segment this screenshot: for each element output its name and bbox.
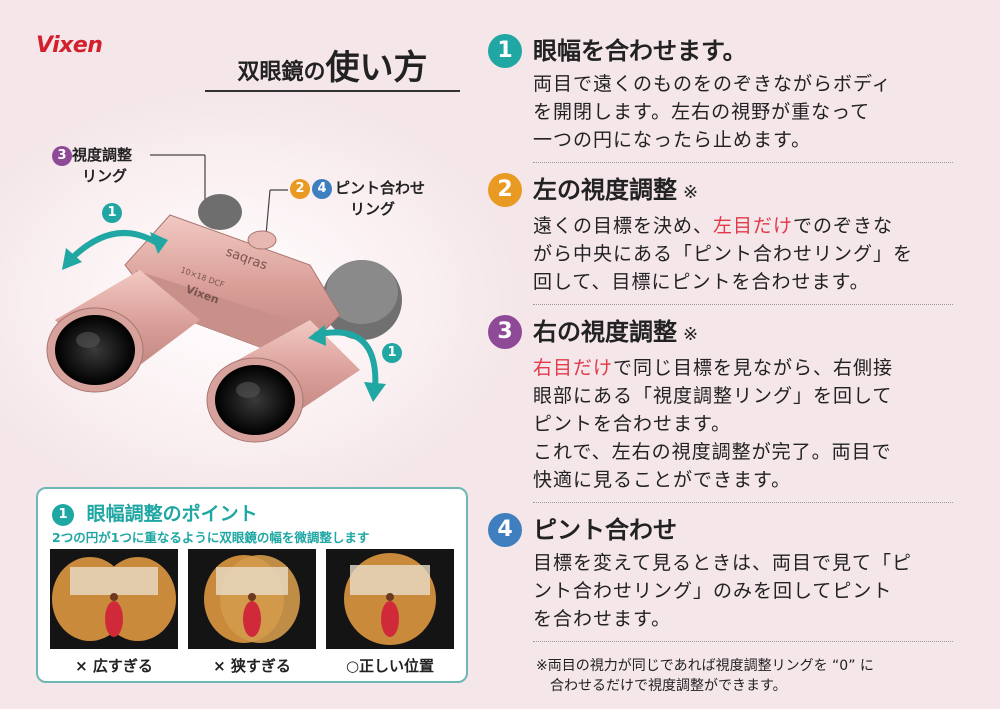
caption-too-narrow: × 狭すぎる bbox=[213, 657, 291, 675]
callout-focus-number-4: 4 bbox=[312, 178, 332, 199]
callout-focus-number-2: 2 bbox=[290, 178, 310, 199]
panel-title-text: 眼幅調整のポイント bbox=[86, 503, 258, 525]
title-part2: 使い方 bbox=[325, 48, 428, 88]
step-2-line1-b: でのぞきな bbox=[793, 215, 894, 237]
step-1: 1 眼幅を合わせます。 両目で遠くのものをのぞきながらボディ を開閉します。左右… bbox=[488, 32, 953, 154]
panel-number: 1 bbox=[52, 503, 74, 526]
step-3-number: 3 bbox=[488, 315, 522, 349]
footnote-line2: 合わせるだけで視度調整ができます。 bbox=[536, 678, 787, 694]
step-4-line: を合わせます。 bbox=[533, 608, 672, 630]
hinge-number-right: 1 bbox=[382, 342, 402, 363]
ipd-adjustment-panel: 1 眼幅調整のポイント 2つの円が1つに重なるように双眼鏡の幅を微調整します bbox=[36, 487, 468, 683]
step-1-title: 眼幅を合わせます。 bbox=[533, 37, 747, 65]
panel-title: 1 眼幅調整のポイント bbox=[52, 499, 258, 526]
callout-diopter-number: 3 bbox=[52, 145, 72, 166]
step-4: 4 ピント合わせ 目標を変えて見るときは、両目で見て「ピ ント合わせリング」のみ… bbox=[488, 511, 953, 633]
step-4-line: ント合わせリング」のみを回してピント bbox=[533, 580, 893, 602]
step-3-note-mark: ※ bbox=[683, 324, 699, 345]
photo-too-narrow bbox=[188, 549, 316, 649]
step-3-title: 右の視度調整 bbox=[533, 318, 677, 346]
binocular-illustration: saqras 10×18 DCF Vixen bbox=[46, 154, 402, 443]
step-3-line: 快適に見ることができます。 bbox=[533, 469, 792, 491]
step-3: 3 右の視度調整 ※ 右目だけで同じ目標を見ながら、右側接 眼部にある「視度調整リ… bbox=[488, 313, 953, 494]
step-3-line1-b: で同じ目標を見ながら、右側接 bbox=[613, 357, 894, 379]
step-2-title: 左の視度調整 bbox=[533, 176, 677, 204]
step-2-line1-a: 遠くの目標を決め、 bbox=[533, 215, 714, 237]
step-2: 2 左の視度調整 ※ 遠くの目標を決め、左目だけでのぞきな がら中央にある「ピント… bbox=[488, 171, 953, 296]
step-2-highlight: 左目だけ bbox=[713, 215, 794, 237]
step-1-line: を開閉します。左右の視野が重なって bbox=[533, 101, 871, 123]
photo-correct bbox=[326, 549, 454, 649]
page-title: 双眼鏡の使い方 bbox=[205, 40, 460, 92]
step-4-line: 目標を変えて見るときは、両目で見て「ピ bbox=[533, 552, 913, 574]
photo-too-wide bbox=[50, 549, 178, 649]
step-4-number: 4 bbox=[488, 513, 522, 547]
step-4-title: ピント合わせ bbox=[533, 516, 677, 544]
callout-hinge-right: 1 bbox=[382, 342, 402, 363]
step-3-line: 眼部にある「視度調整リング」を回して bbox=[533, 385, 893, 407]
step-1-number: 1 bbox=[488, 34, 522, 68]
divider bbox=[533, 502, 953, 503]
panel-subtitle: 2つの円が1つに重なるように双眼鏡の幅を微調整します bbox=[52, 530, 370, 545]
steps-list: 1 眼幅を合わせます。 両目で遠くのものをのぞきながらボディ を開閉します。左右… bbox=[488, 32, 953, 696]
step-2-line: 回して、目標にピントを合わせます。 bbox=[533, 271, 870, 293]
callout-hinge-left: 1 bbox=[102, 202, 122, 223]
hinge-number-left: 1 bbox=[102, 202, 122, 223]
rotate-arrow-right bbox=[314, 329, 379, 391]
rotate-arrow-left bbox=[67, 230, 162, 263]
caption-too-wide: × 広すぎる bbox=[75, 657, 153, 675]
step-3-highlight: 右目だけ bbox=[533, 357, 614, 379]
step-2-note-mark: ※ bbox=[683, 182, 699, 203]
divider bbox=[533, 304, 953, 305]
divider bbox=[533, 162, 953, 163]
callout-diopter-label1: 視度調整 bbox=[72, 146, 133, 164]
step-2-number: 2 bbox=[488, 173, 522, 207]
caption-correct: ○正しい位置 bbox=[345, 657, 435, 675]
step-1-line: 一つの円になったら止めます。 bbox=[533, 129, 812, 151]
step-1-line: 両目で遠くのものをのぞきながらボディ bbox=[533, 73, 892, 95]
footnote-line1: ※両目の視力が同じであれば視度調整リングを “0” に bbox=[536, 658, 874, 674]
footnote: ※両目の視力が同じであれば視度調整リングを “0” に 合わせるだけで視度調整が… bbox=[536, 656, 953, 696]
divider bbox=[533, 641, 953, 642]
callout-focus-label1: ピント合わせ bbox=[335, 179, 426, 197]
step-3-line: ピントを合わせます。 bbox=[533, 413, 732, 435]
title-part1: 双眼鏡の bbox=[237, 60, 326, 85]
callout-focus-label2: リング bbox=[350, 199, 396, 218]
step-3-line: これで、左右の視度調整が完了。両目で bbox=[533, 441, 892, 463]
callout-diopter-label2: リング bbox=[82, 166, 128, 185]
step-2-line: がら中央にある「ピント合わせリング」を bbox=[533, 243, 914, 265]
brand-logo: Vixen bbox=[36, 33, 103, 58]
